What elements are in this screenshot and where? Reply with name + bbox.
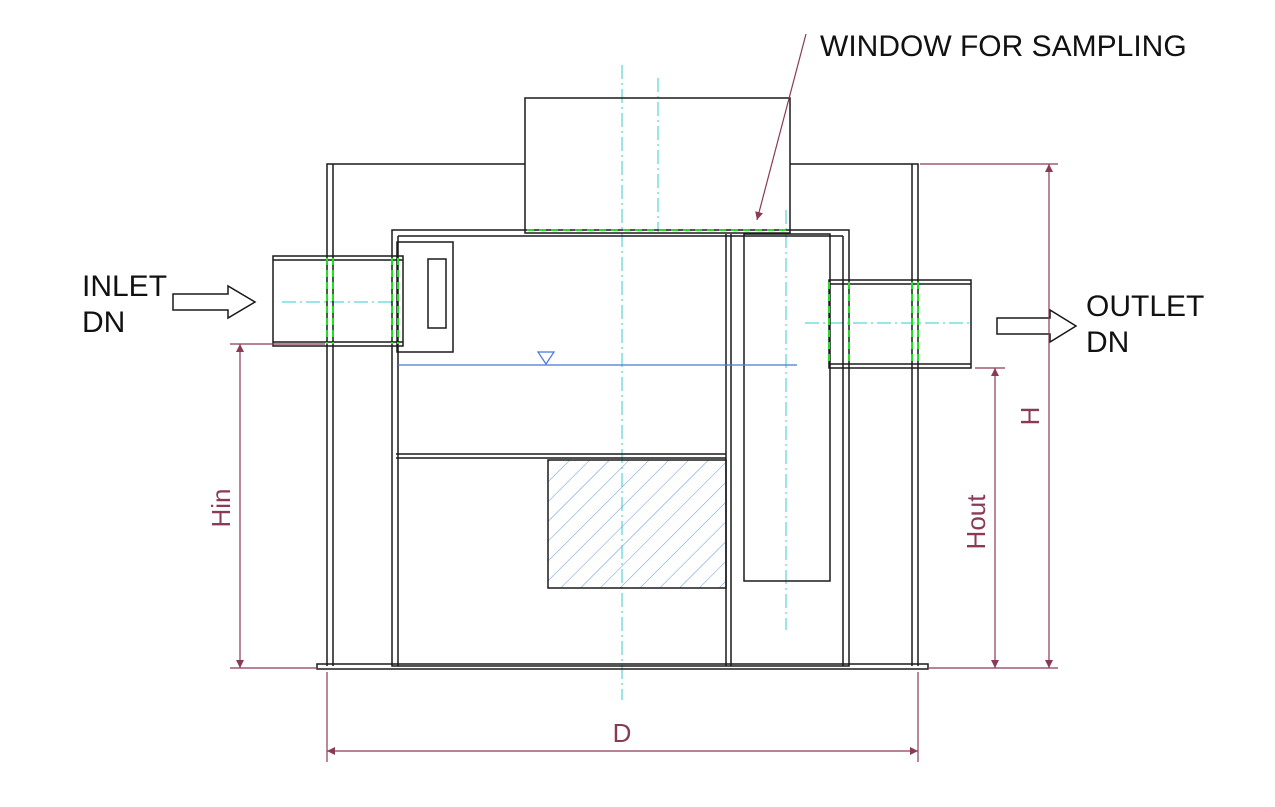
internals <box>396 233 831 666</box>
outlet-pipe <box>828 279 972 369</box>
centerlines <box>282 65 970 700</box>
hin-dimension-label: Hin <box>206 488 236 527</box>
d-dimension-label: D <box>613 718 632 748</box>
window-for-sampling-label: WINDOW FOR SAMPLING <box>820 30 1187 63</box>
water-level <box>398 351 797 366</box>
inlet-pipe <box>272 255 404 347</box>
sampling-window-leader <box>755 33 807 221</box>
h-dimension-label: H <box>1015 407 1045 426</box>
outlet-dn-label: DN <box>1086 326 1129 359</box>
hout-dimension-label: Hout <box>961 494 991 550</box>
inlet-label: INLET <box>82 270 167 303</box>
inlet-flow-arrow <box>172 284 257 320</box>
outlet-label: OUTLET <box>1086 290 1204 323</box>
inlet-dn-label: DN <box>82 306 125 339</box>
dimension-lines <box>230 163 1058 762</box>
outlet-flow-arrow <box>996 308 1078 344</box>
hidden-edges <box>326 229 919 366</box>
filter-media <box>547 459 727 589</box>
